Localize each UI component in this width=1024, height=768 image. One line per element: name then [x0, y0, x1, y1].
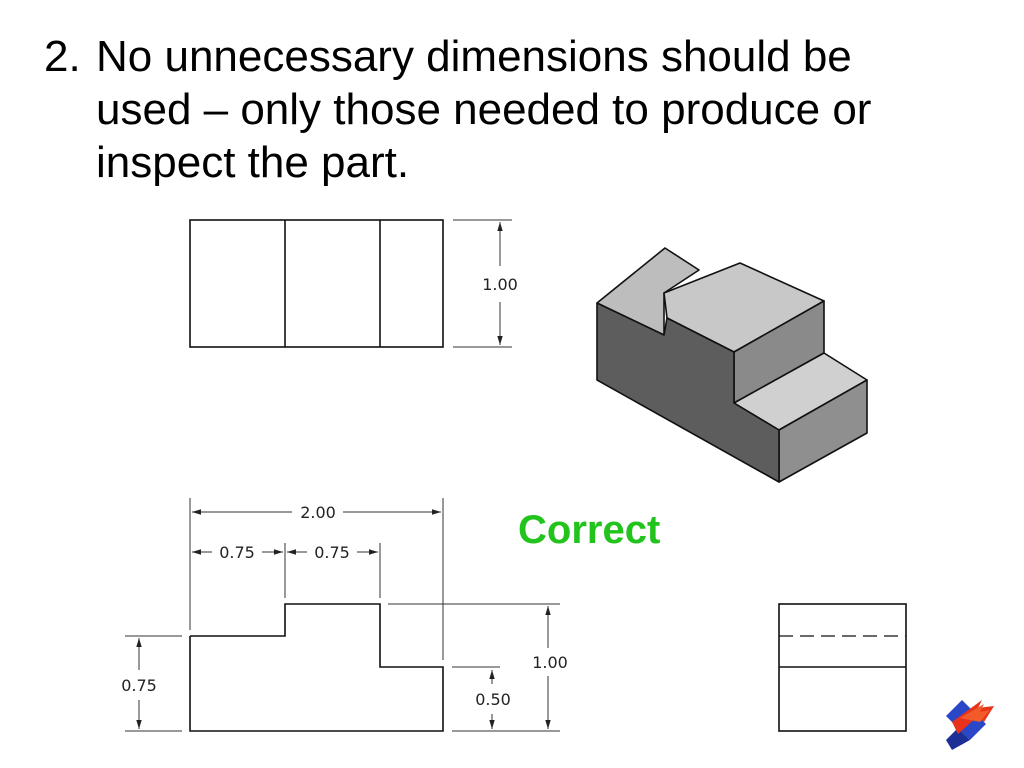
point-number: 2. — [44, 32, 81, 81]
right-height-label: 1.00 — [532, 653, 568, 672]
front-view — [189, 603, 444, 732]
overall-width-label: 2.00 — [300, 503, 336, 522]
top-view-dimension — [453, 219, 512, 348]
side-view — [778, 603, 907, 732]
top-view — [189, 219, 444, 348]
arrow-logo-icon — [946, 700, 994, 750]
top-height-label: 1.00 — [482, 275, 518, 294]
correct-label: Correct — [518, 508, 660, 552]
front-view-dimensions — [125, 498, 560, 732]
heading-line-1: No unnecessary dimensions should be — [96, 32, 852, 81]
left-height-label: 0.75 — [121, 676, 157, 695]
low-step-height-label: 0.50 — [475, 690, 511, 709]
step-width-1-label: 0.75 — [219, 543, 255, 562]
step-width-2-label: 0.75 — [314, 543, 350, 562]
heading-line-2: used – only those needed to produce or — [96, 85, 872, 134]
isometric-view — [596, 247, 868, 483]
heading-line-3: inspect the part. — [96, 138, 410, 187]
